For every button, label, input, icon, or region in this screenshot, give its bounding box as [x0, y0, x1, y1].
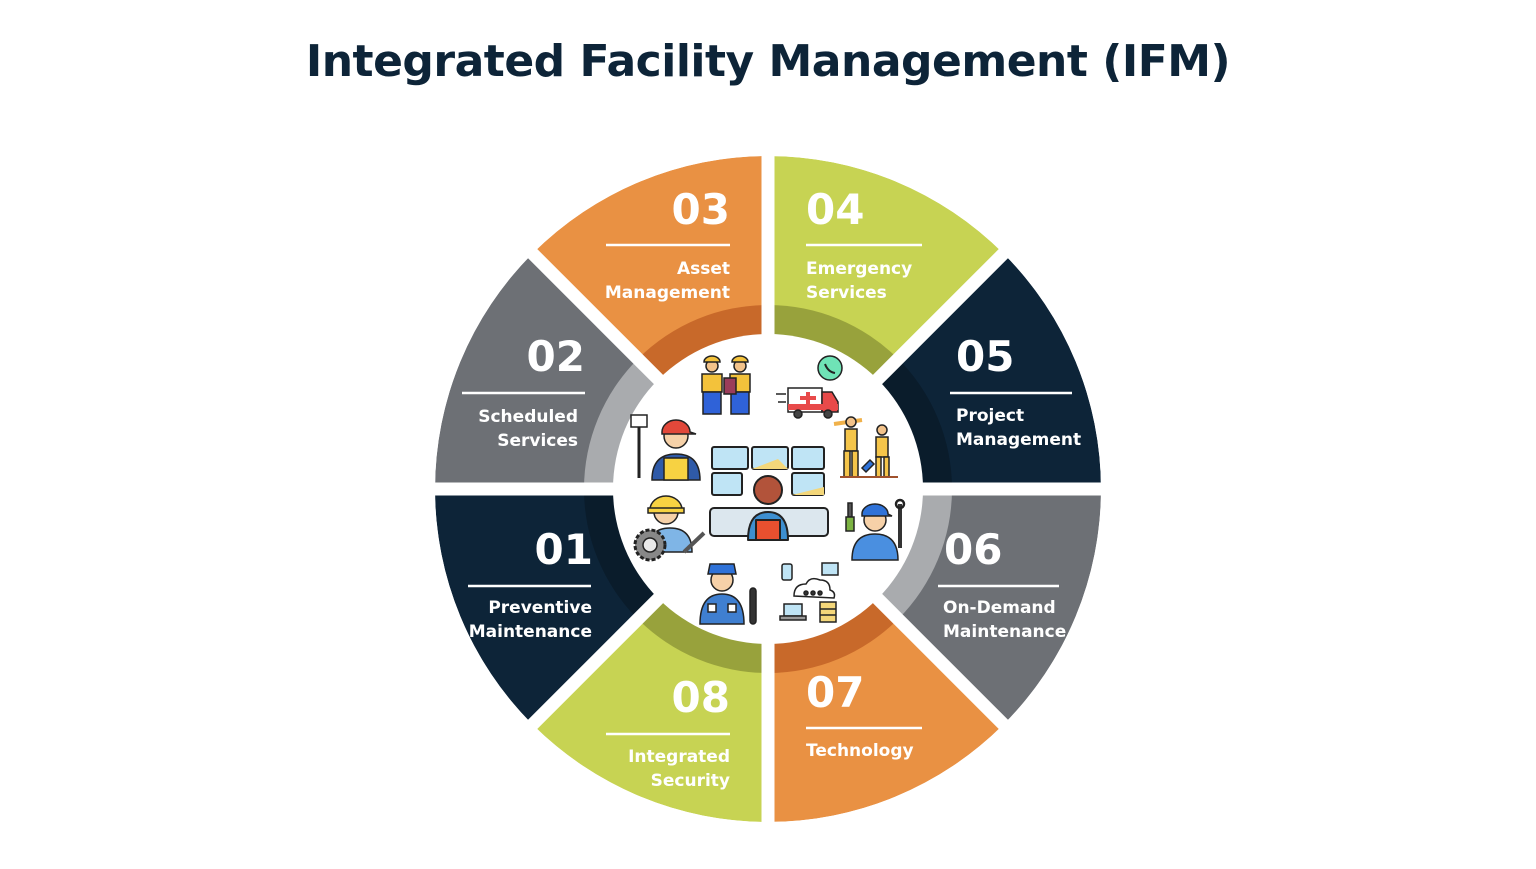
segment-06-label-2: Maintenance — [943, 622, 1066, 642]
control-room-operator-icon — [709, 446, 829, 541]
segment-05-label-2: Management — [956, 430, 1081, 450]
segment-07-number: 07 — [806, 668, 864, 717]
segment-08-label-2: Security — [651, 771, 730, 791]
segment-04-label-2: Services — [806, 283, 887, 303]
segment-06-number: 06 — [944, 525, 1002, 574]
segment-08-number: 08 — [672, 673, 730, 722]
janitor-mop-icon — [630, 414, 701, 481]
segment-03-label-1: Asset — [677, 259, 730, 279]
segment-04-number: 04 — [806, 185, 864, 234]
inspectors-clipboard-icon — [701, 355, 751, 415]
segment-06-label-1: On-Demand — [943, 598, 1056, 618]
page-title: Integrated Facility Management (IFM) — [305, 36, 1231, 87]
construction-workers-icon — [833, 416, 898, 478]
segment-08-label-1: Integrated — [628, 747, 730, 767]
segment-05-number: 05 — [956, 332, 1014, 381]
segment-03-number: 03 — [672, 185, 730, 234]
cloud-network-icon — [779, 562, 839, 623]
repairman-tools-icon — [845, 498, 906, 561]
segment-05-label-1: Project — [956, 406, 1024, 426]
segment-07-label-1: Technology — [806, 741, 914, 761]
segment-02-label-1: Scheduled — [478, 407, 578, 427]
segment-02-label-2: Services — [497, 431, 578, 451]
engineer-gear-icon — [633, 495, 706, 562]
segment-01-label-1: Preventive — [488, 598, 592, 618]
segment-03-label-2: Management — [605, 283, 730, 303]
segment-02-number: 02 — [527, 332, 585, 381]
segment-01-label-2: Maintenance — [469, 622, 592, 642]
segment-01-number: 01 — [535, 525, 593, 574]
security-guard-icon — [699, 563, 757, 625]
ambulance-phone-icon — [776, 355, 843, 419]
segment-04-label-1: Emergency — [806, 259, 912, 279]
